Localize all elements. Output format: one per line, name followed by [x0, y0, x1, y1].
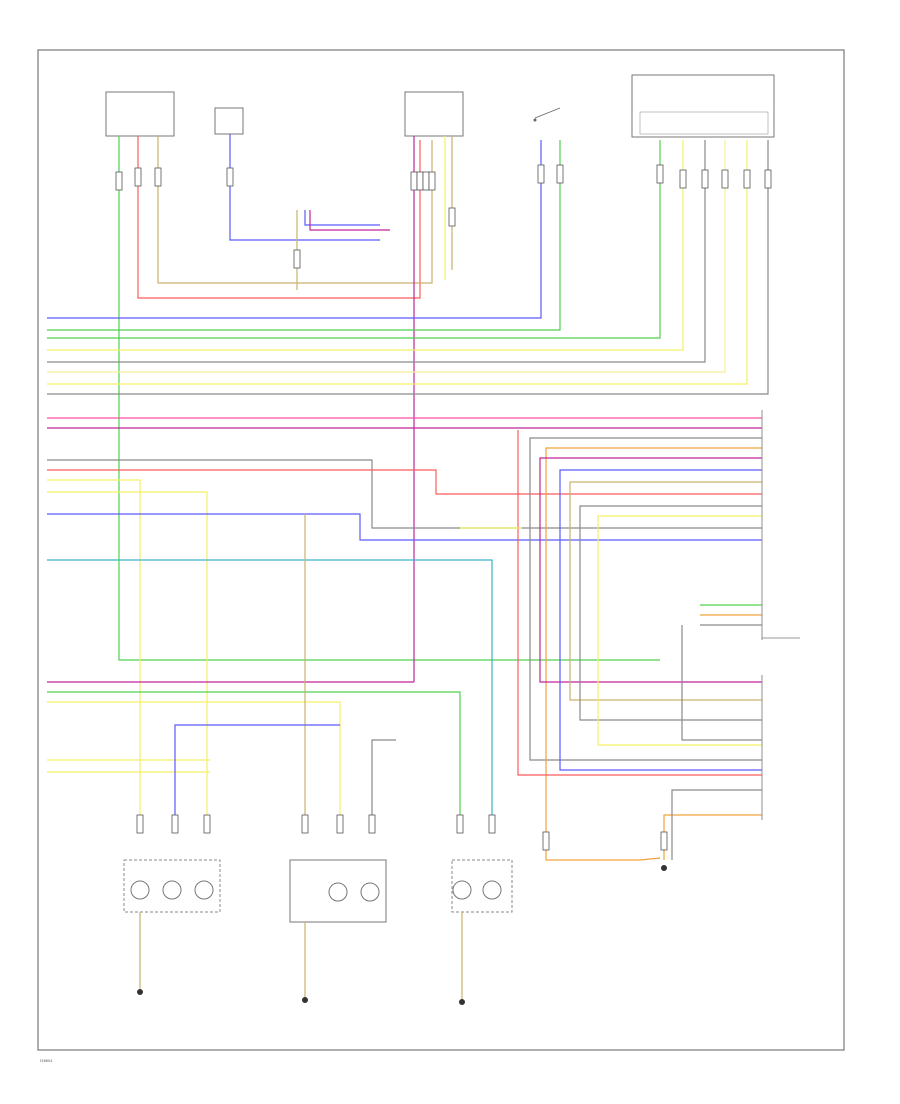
footer-label: f16604 [40, 1059, 53, 1063]
component-left-top [105, 91, 175, 137]
connector-plugs [115, 164, 772, 851]
switch-symbol-top [533, 107, 561, 122]
ground-right [661, 865, 667, 871]
lamp-right [451, 859, 513, 1005]
right-terminal-strip [761, 410, 800, 820]
component-center-top [404, 91, 464, 137]
diagram-border [37, 49, 845, 1051]
component-right-top [631, 74, 775, 138]
middle-bus-wires [47, 417, 762, 861]
lamp-center [289, 859, 387, 1003]
top-vertical-wires [47, 134, 769, 682]
component-switch-left [214, 107, 244, 135]
lamp-left [123, 859, 221, 995]
